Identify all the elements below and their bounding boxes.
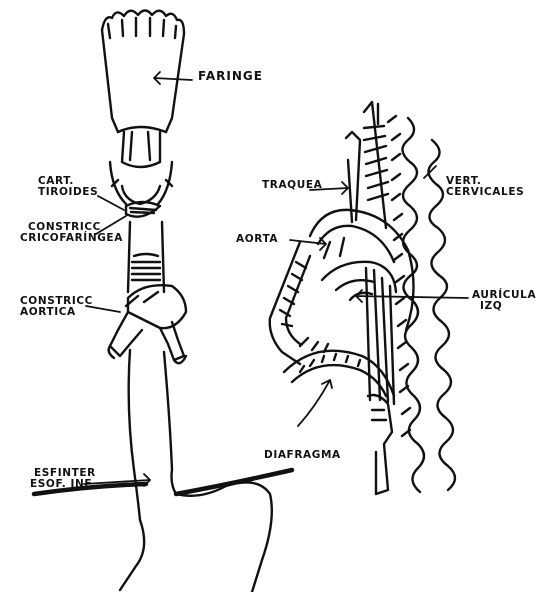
stomach (120, 482, 272, 592)
label-vert-cervicales-line2: CERVICALES (446, 187, 524, 198)
label-cart-tiroides-line2: TIROIDES (38, 187, 98, 198)
lower-esophagus (129, 350, 176, 520)
label-esfinter: ESFINTER ESOF. INF. (30, 468, 96, 490)
label-cart-tiroides: CART. TIROIDES (38, 176, 98, 198)
label-auricula-izq: AURÍCULA IZQ (472, 290, 536, 312)
label-aorta: AORTA (236, 234, 278, 245)
label-auricula-izq-line2: IZQ (472, 301, 536, 312)
aortic-arch (310, 210, 414, 330)
label-faringe: FARINGE (198, 70, 263, 83)
label-constricc-cricofaringea: CONSTRICC CRICOFARÍNGEA (20, 222, 123, 244)
aortic-constriction (109, 285, 186, 363)
thyroid-cartilage (110, 127, 172, 204)
label-constricc-aortica-line2: AORTICA (20, 307, 93, 318)
label-constricc-aortica: CONSTRICC AORTICA (20, 296, 93, 318)
cervical-vertebrae (388, 116, 455, 492)
heart (270, 242, 396, 404)
label-esfinter-line2: ESOF. INF. (30, 479, 96, 490)
label-vert-cervicales: VERT. CERVICALES (446, 176, 524, 198)
upper-esophagus (128, 222, 164, 292)
label-traquea: TRAQUEA (262, 180, 322, 191)
pharynx-outline (102, 11, 184, 133)
label-diafragma: DIAFRAGMA (264, 450, 341, 461)
label-constricc-crico-line2: CRICOFARÍNGEA (20, 233, 123, 244)
